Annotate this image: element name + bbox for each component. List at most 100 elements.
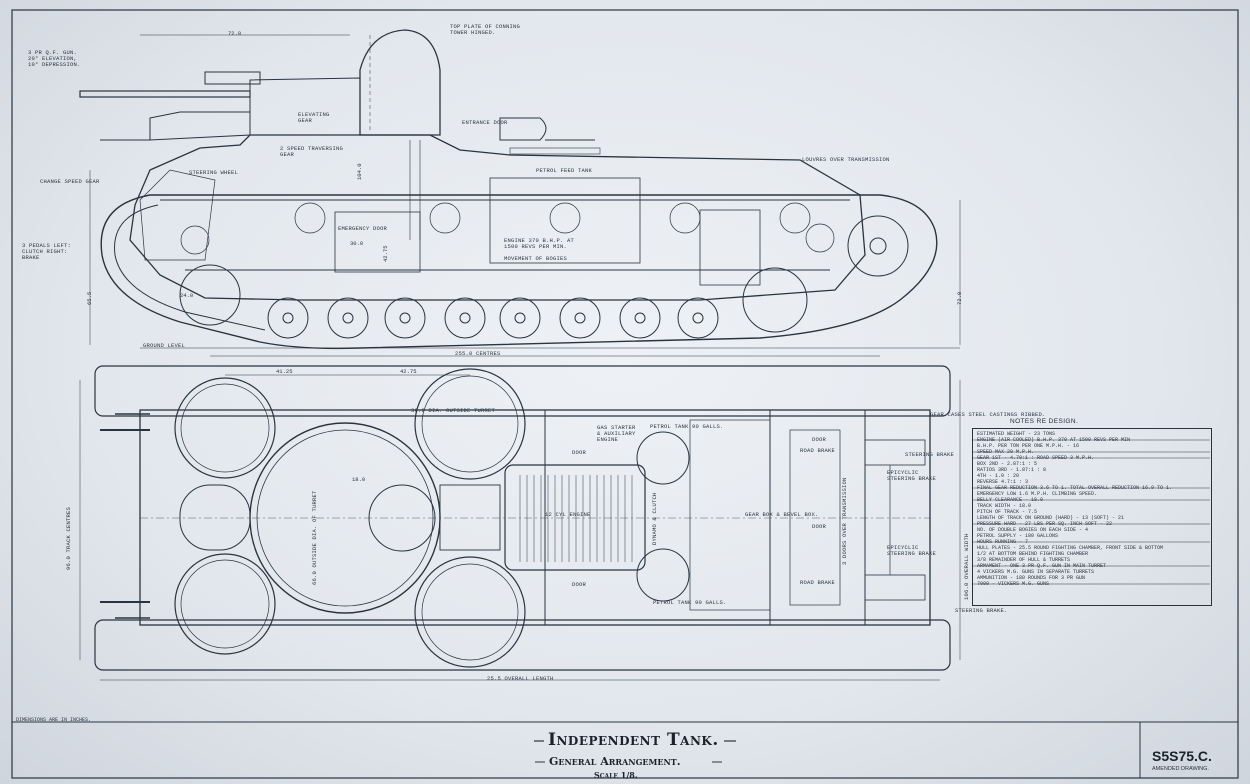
label-gas-starter: GAS STARTER & AUXILIARY ENGINE <box>597 424 636 443</box>
label-petrol-tank-bottom: PETROL TANK 90 GALLS. <box>653 599 727 606</box>
label-overall-length: 25.5 OVERALL LENGTH <box>487 675 554 682</box>
note-row: AMMUNITION - 180 ROUNDS FOR 3 PR GUN <box>977 575 1086 581</box>
note-row: 7000 - VICKERS M.G. GUNS <box>977 581 1050 587</box>
drawing-scale: Scale 1/8. <box>594 770 638 780</box>
side-road-wheels <box>267 297 719 339</box>
note-row: ENGINE (AIR COOLED) B.H.P. 370 AT 1500 R… <box>977 437 1131 443</box>
dim-side-1: 104.0 <box>356 163 363 180</box>
note-row: LENGTH OF TRACK ON GROUND (HARD) - 13 (S… <box>977 515 1125 521</box>
note-row: SPEED MAX 20 M.P.H. <box>977 449 1035 455</box>
side-sprocket-wheel <box>742 267 808 333</box>
label-road-brake-top: ROAD BRAKE <box>800 447 836 454</box>
label-main-turret: 66.0 OUTSIDE DIA. OF TURRET <box>311 490 318 585</box>
note-row: ESTIMATED WEIGHT - 23 TONS <box>977 431 1056 437</box>
note-row: EMERGENCY LOW 1.6 M.P.H. CLIMBING SPEED. <box>977 491 1098 497</box>
plan-mg-turret-rear-right <box>414 556 526 668</box>
side-main-gun <box>79 90 251 98</box>
label-gun-note: 3 PR Q.F. GUN. 20° ELEVATION, 10° DEPRES… <box>28 49 81 68</box>
note-row: HULL PLATES - 25.5 ROUND FIGHTING CHAMBE… <box>977 545 1164 551</box>
note-row: PITCH OF TRACK - 7.5 <box>977 509 1038 515</box>
label-top-plate: TOP PLATE OF CONNING TOWER HINGED. <box>450 23 521 36</box>
side-idler-wheel <box>179 264 241 326</box>
label-door-2: DOOR <box>572 581 587 588</box>
label-petrol-tank-top: PETROL TANK 90 GALLS. <box>650 423 724 430</box>
label-change-speed: CHANGE SPEED GEAR <box>40 178 100 185</box>
note-row: BOX 2ND - 2.87:1 : 5 <box>977 461 1038 467</box>
dim-side-0: 72.0 <box>228 30 242 37</box>
drawing-number: S5S75.C. <box>1152 748 1212 764</box>
note-row: PETROL SUPPLY - 180 GALLONS <box>977 533 1059 539</box>
label-road-brake-bottom: ROAD BRAKE <box>800 579 836 586</box>
notes-title: NOTES RE DESIGN. <box>1010 418 1079 425</box>
drawing-subtitle: General Arrangement. <box>549 755 681 768</box>
plan-petrol-tank-top <box>636 431 690 485</box>
label-steering-brake-bottom: STEERING BRAKE. <box>955 607 1008 614</box>
label-track-centres: 96.0 TRACK CENTRES <box>65 506 72 570</box>
dim-side-3: 24.0 <box>180 292 194 299</box>
note-row: TRACK WIDTH - 18.0 <box>977 503 1032 509</box>
label-emergency-door: EMERGENCY DOOR <box>338 225 388 232</box>
label-entrance-door: ENTRANCE DOOR <box>462 119 508 126</box>
label-louvres-doors: 3 DOORS OVER TRANSMISSION <box>841 477 848 565</box>
note-row: REVERSE 4.7:1 : 3 <box>977 479 1029 485</box>
dim-side-6: 72.0 <box>956 291 963 305</box>
dim-plan-1: 42.75 <box>400 368 417 375</box>
label-petrol-feed: PETROL FEED TANK <box>536 167 593 174</box>
plan-hull <box>139 409 931 626</box>
note-row: RATIOS 3RD - 1.87:1 : 8 <box>977 467 1047 473</box>
label-steering-wheel: STEERING WHEEL <box>189 169 239 176</box>
label-traversing-gear: 2 SPEED TRAVERSING GEAR <box>280 145 344 158</box>
label-door-3: DOOR <box>812 436 827 443</box>
label-engine: ENGINE 370 B.H.P. AT 1500 REVS PER MIN. <box>504 237 575 250</box>
note-row: 4TH - 1.0 : 20 <box>977 473 1020 479</box>
dim-plan-2: 18.0 <box>352 476 366 483</box>
note-row: BELLY CLEARANCE - 18.0 <box>977 497 1044 503</box>
notes-grid <box>972 439 1210 585</box>
dim-side-4: 42.75 <box>382 245 389 262</box>
drawing-title: Independent Tank. <box>548 730 719 750</box>
note-row: FINAL GEAR REDUCTION 3.6 TO 1. TOTAL OVE… <box>977 485 1173 491</box>
notes-table: ESTIMATED WEIGHT - 23 TONS ENGINE (AIR C… <box>972 428 1212 606</box>
side-track <box>100 194 938 350</box>
dim-side-5: 65.5 <box>86 291 93 305</box>
dim-plan-0: 41.25 <box>276 368 293 375</box>
dimensions-note: Dimensions are in inches. <box>16 717 92 723</box>
side-hull <box>129 134 866 301</box>
label-gear-cases: GEAR CASES STEEL CASTINGS RIBBED. <box>930 411 1046 418</box>
plan-track-bottom <box>94 619 951 671</box>
note-row: 1/2 AT BOTTOM BEHIND FIGHTING CHAMBER <box>977 551 1089 557</box>
note-row: 3/8 REMAINDER OF HULL & TURRETS <box>977 557 1071 563</box>
label-gearbox: GEAR BOX & BEVEL BOX. <box>745 511 819 518</box>
label-door-4: DOOR <box>812 523 827 530</box>
note-row: NO. OF DOUBLE BOGIES ON EACH SIDE - 4 <box>977 527 1089 533</box>
label-door-1: DOOR <box>572 449 587 456</box>
side-conning-tower <box>359 29 441 136</box>
note-row: GEAR 1ST - 4.70:1 : ROAD SPEED 3 M.P.H. <box>977 455 1095 461</box>
plan-mg-turret-front-left <box>174 377 276 479</box>
label-epicyclic-bottom: EPICYCLIC STEERING BRAKE <box>887 544 937 557</box>
amended-note: Amended Drawing. <box>1152 766 1209 772</box>
plan-petrol-tank-bottom <box>636 548 690 602</box>
label-louvres: LOUVRES OVER TRANSMISSION <box>802 156 890 163</box>
note-row: 4 VICKERS M.G. GUNS IN SEPARATE TURRETS <box>977 569 1095 575</box>
side-elevation <box>79 29 961 357</box>
note-row: PRESSURE HARD - 27 LBS PER SQ. INCH SOFT… <box>977 521 1113 527</box>
label-epicyclic-top: EPICYCLIC STEERING BRAKE <box>887 469 937 482</box>
note-row: HOURS RUNNING - 7 <box>977 539 1029 545</box>
label-elevating-gear: ELEVATING GEAR <box>298 111 330 124</box>
label-steering-brake-top: STEERING BRAKE <box>905 451 955 458</box>
plan-mg-turret-rear-left <box>414 368 526 480</box>
plan-view <box>79 365 961 681</box>
plan-engine <box>504 464 646 571</box>
label-turret-dia: 39.0 DIA. OUTSIDE TURRET <box>411 407 496 414</box>
note-row: ARMAMENT - ONE 3 PR Q.F. GUN IN MAIN TUR… <box>977 563 1107 569</box>
label-pedals: 3 PEDALS LEFT: CLUTCH RIGHT: BRAKE <box>22 242 72 261</box>
plan-mg-turret-front-right <box>174 553 276 655</box>
sheet-border <box>11 9 1239 779</box>
label-bogies: MOVEMENT OF BOGIES <box>504 255 568 262</box>
label-ground-level: GROUND LEVEL <box>143 342 186 349</box>
plan-engine-grille <box>519 475 633 562</box>
label-cylinder: 12 CYL ENGINE <box>545 511 591 518</box>
